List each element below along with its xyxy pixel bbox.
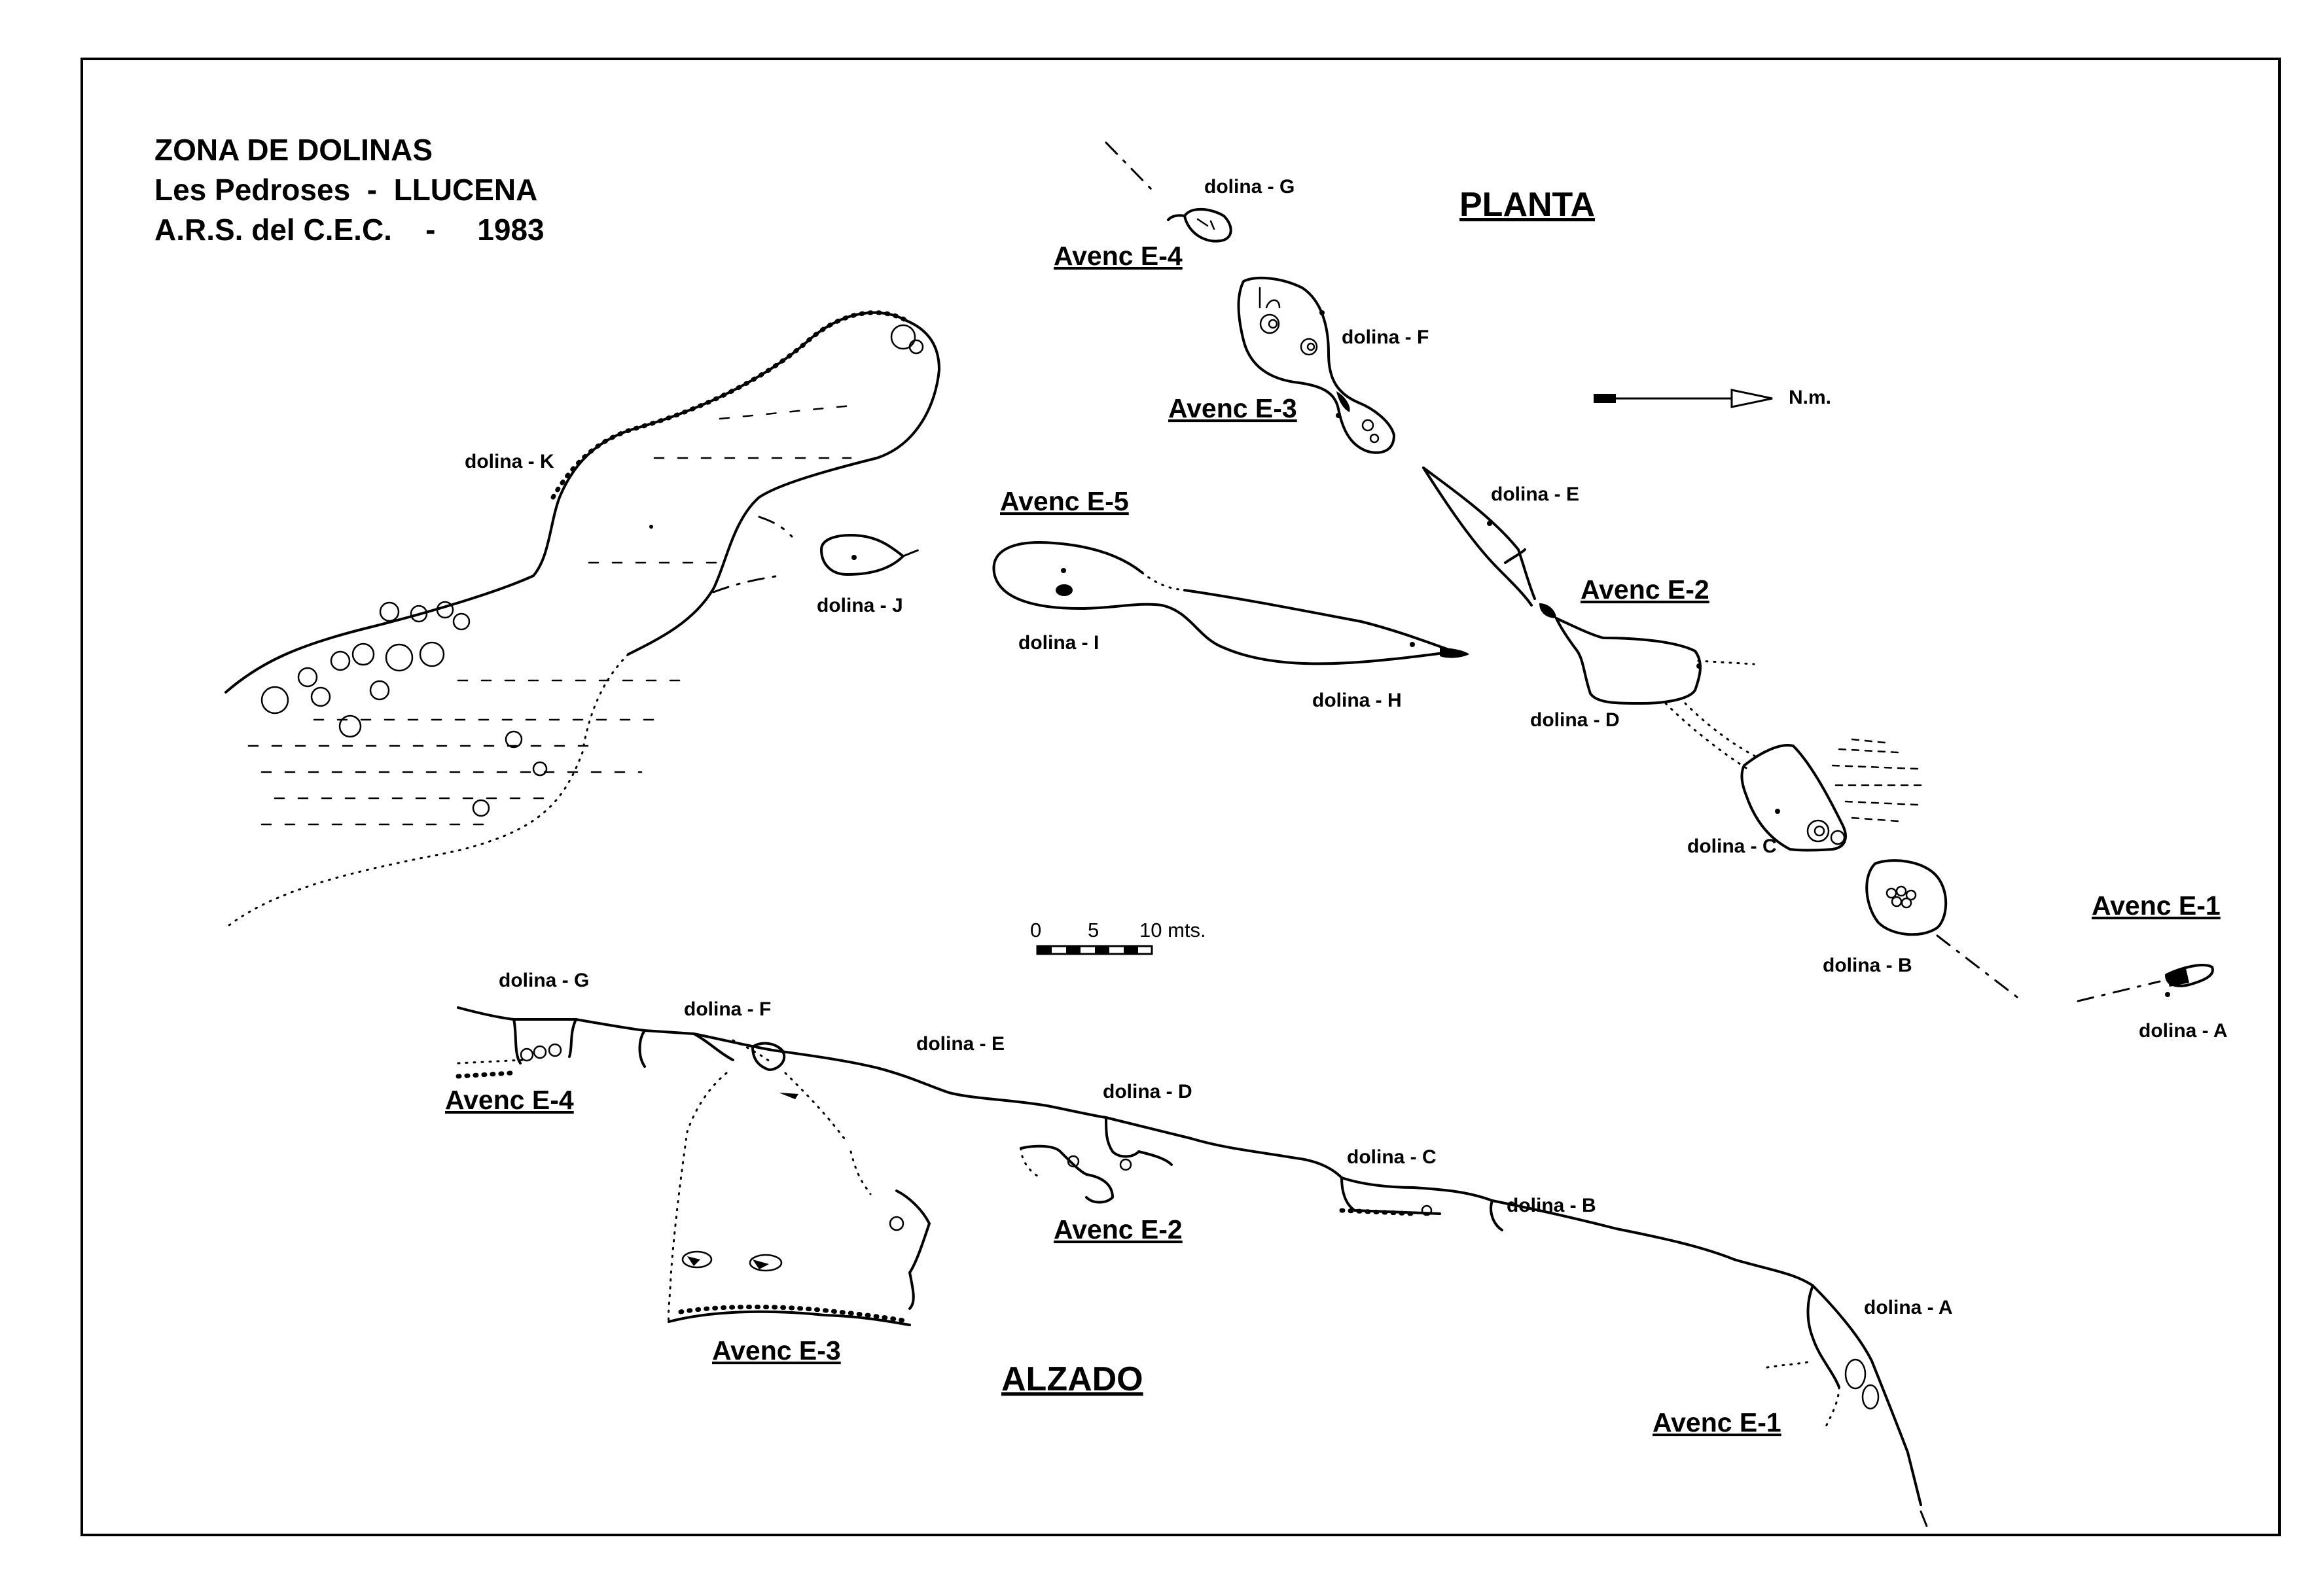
plan-labels: dolina - G Avenc E-4 dolina - F Avenc E-… — [465, 176, 2228, 1042]
elevation-avenc-e2-outline — [1020, 1116, 1173, 1204]
title-block: ZONA DE DOLINAS Les Pedroses - LLUCENA A… — [154, 133, 545, 247]
scale-tick-5: 5 — [1088, 919, 1099, 942]
plan-dolina-c-outline — [1740, 738, 1925, 852]
title-line-2: Les Pedroses - LLUCENA — [154, 173, 537, 207]
elevation-labels: dolina - G dolina - F Avenc E-4 dolina -… — [445, 970, 1953, 1437]
title-line-1: ZONA DE DOLINAS — [154, 133, 433, 167]
plan-dolina-i-h-outline — [992, 541, 1469, 665]
north-arrow-label: N.m. — [1789, 387, 1831, 408]
plan-label-dolina-k: dolina - K — [465, 451, 554, 472]
plan-label-dolina-f: dolina - F — [1342, 326, 1429, 348]
elev-label-dolina-a: dolina - A — [1864, 1297, 1953, 1318]
north-arrow-icon: N.m. — [1594, 387, 1831, 408]
plan-label-avenc-e5: Avenc E-5 — [1000, 486, 1129, 516]
plan-label-avenc-e4: Avenc E-4 — [1054, 241, 1183, 271]
plan-dolina-a-outline — [1936, 934, 2214, 1002]
plan-label-dolina-a: dolina - A — [2139, 1020, 2228, 1042]
elev-label-dolina-g: dolina - G — [499, 970, 589, 991]
elev-label-dolina-c: dolina - C — [1347, 1146, 1437, 1168]
elev-label-avenc-e3: Avenc E-3 — [712, 1335, 841, 1366]
elevation-avenc-e4-outline — [456, 1018, 577, 1079]
scale-tick-0: 0 — [1030, 919, 1041, 942]
scale-bar: 0 5 10 mts. — [1030, 919, 1206, 955]
elevation-avenc-e1-outline — [1766, 1284, 1929, 1529]
plan-label-avenc-e1: Avenc E-1 — [2092, 890, 2221, 921]
plan-dolina-f-outline — [1237, 276, 1395, 454]
plan-label-dolina-c: dolina - C — [1687, 836, 1777, 857]
elev-label-dolina-d: dolina - D — [1103, 1081, 1192, 1102]
map-frame — [80, 58, 2281, 1536]
elev-label-avenc-e2: Avenc E-2 — [1054, 1214, 1183, 1244]
elevation-avenc-e3-outline — [638, 1029, 931, 1326]
plan-label-avenc-e3: Avenc E-3 — [1168, 393, 1297, 423]
elev-label-dolina-f: dolina - F — [684, 998, 771, 1020]
title-line-3: A.R.S. del C.E.C. - 1983 — [154, 213, 545, 247]
plan-label-dolina-d: dolina - D — [1530, 709, 1620, 731]
plan-label-dolina-i: dolina - I — [1018, 632, 1099, 654]
elev-label-dolina-e: dolina - E — [916, 1033, 1005, 1055]
plan-dolina-b-outline — [1865, 859, 1948, 936]
plan-label-dolina-e: dolina - E — [1491, 484, 1579, 505]
plan-dolina-j-outline — [820, 534, 924, 576]
elevation-section-title: ALZADO — [1001, 1360, 1143, 1398]
plan-label-dolina-g: dolina - G — [1204, 176, 1295, 198]
plan-dolina-e-outline — [1422, 467, 1536, 607]
plan-label-dolina-b: dolina - B — [1823, 955, 1912, 976]
elevation-dolina-c-b-outline — [1339, 1176, 1503, 1231]
plan-label-dolina-j: dolina - J — [817, 595, 903, 616]
elevation-ground-dashes — [457, 1039, 774, 1065]
scale-tick-10: 10 mts. — [1139, 919, 1206, 942]
plan-label-avenc-e2: Avenc E-2 — [1581, 574, 1709, 605]
plan-dolina-d-outline — [1539, 603, 1762, 770]
elev-label-avenc-e1: Avenc E-1 — [1653, 1407, 1781, 1437]
plan-label-dolina-h: dolina - H — [1312, 690, 1402, 711]
plan-dolina-k-outline — [224, 310, 940, 929]
elev-label-avenc-e4: Avenc E-4 — [445, 1085, 574, 1115]
plan-dolina-g-outline — [1105, 141, 1232, 243]
elev-label-dolina-b: dolina - B — [1507, 1195, 1596, 1216]
plan-section-title: PLANTA — [1459, 186, 1595, 224]
